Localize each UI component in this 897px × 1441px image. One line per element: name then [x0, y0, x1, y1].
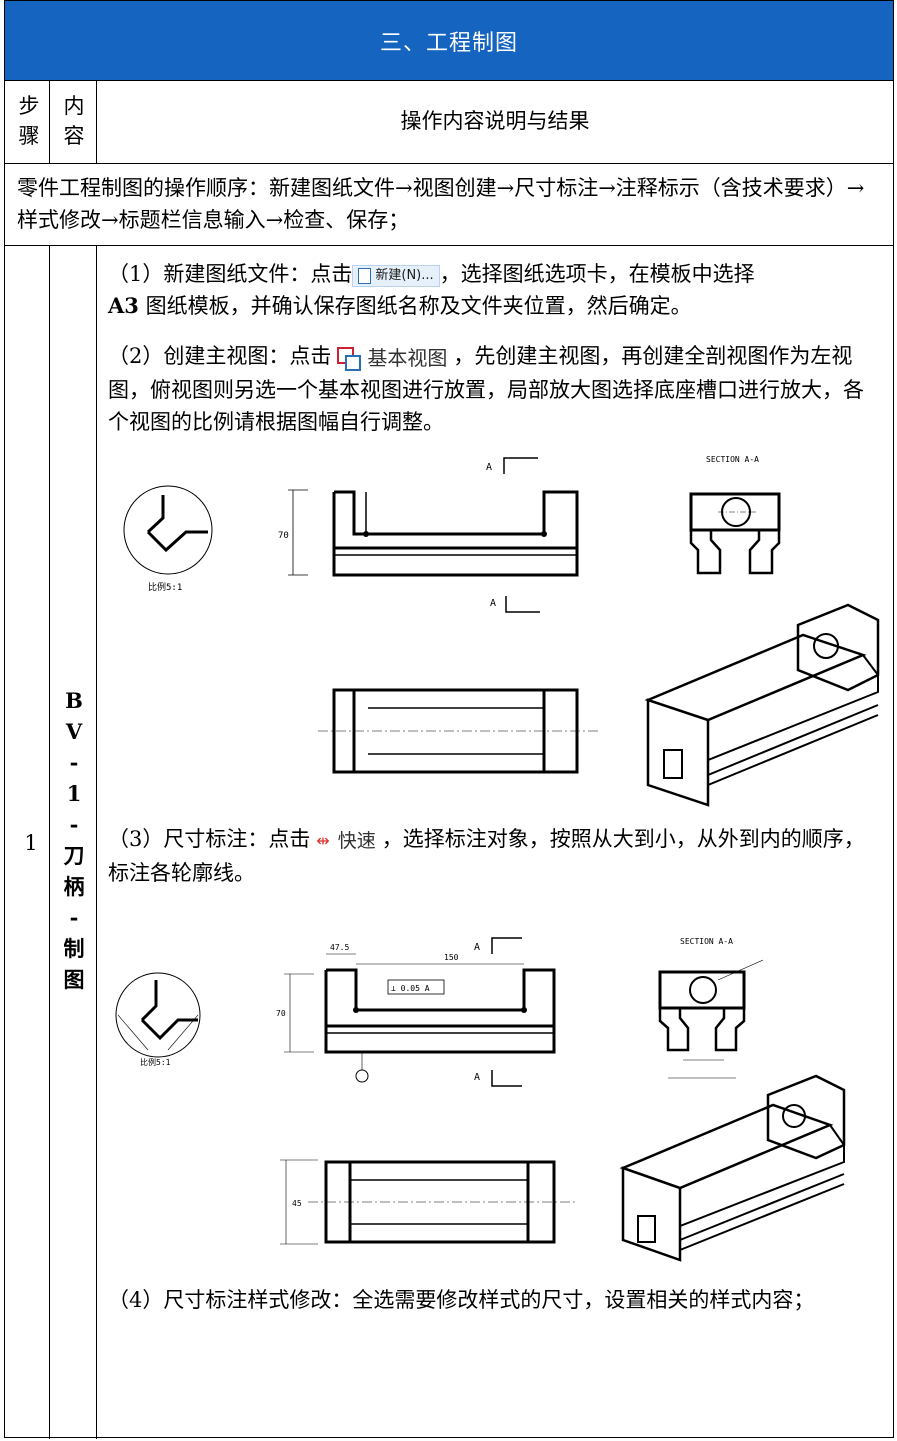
dim-height: 70 [278, 531, 289, 541]
col-divider-2 [96, 81, 97, 163]
col-head-step: 步骤 [18, 94, 40, 148]
top-view [318, 688, 598, 774]
content-label-char: 柄 [63, 874, 85, 899]
content-label-char: - [69, 812, 79, 837]
step-2-text: （2）创建主视图：点击基本视图，先创建主视图，再创建全剖视图作为左视图，俯视图则… [108, 340, 878, 438]
step-3-text: （3）尺寸标注：点击⇹快速，选择标注对象，按照从大到小，从外到内的顺序，标注各轮… [108, 823, 878, 889]
content-label-char: - [69, 750, 79, 775]
content-label-char: 1 [66, 781, 82, 806]
section-label-bottom: A [474, 1072, 480, 1083]
dim-height: 70 [276, 1009, 286, 1018]
engineering-drawing-2: 比例5:1 47.5 150 ⊥ 0.05 A 70 A A SECTION A… [115, 937, 846, 1262]
row-divider [5, 163, 893, 164]
section-title: SECTION A-A [706, 455, 759, 464]
step-4-text: （4）尺寸标注样式修改：全选需要修改样式的尺寸，设置相关的样式内容； [108, 1288, 815, 1312]
document-table: 三、工程制图 步骤 内容 操作内容说明与结果 零件工程制图的操作顺序：新建图纸文… [4, 0, 894, 1439]
front-view: 70 A A [278, 457, 579, 613]
section-view: SECTION A-A [689, 455, 781, 575]
section-title: SECTION A-A [680, 937, 733, 946]
section-title: 三、工程制图 [379, 30, 518, 56]
top-view: 45 [280, 1159, 578, 1245]
content-label-char: 制 [63, 936, 85, 961]
isometric-view [619, 1074, 846, 1262]
detail-scale-label: 比例5:1 [148, 581, 182, 593]
new-file-button[interactable]: 新建(N)... [352, 264, 440, 287]
step-number: 1 [24, 831, 38, 855]
tolerance-frame: ⊥ 0.05 A [391, 984, 430, 993]
col-divider-1 [49, 81, 50, 163]
intro-text: 零件工程制图的操作顺序：新建图纸文件→视图创建→尺寸标注→注释标示（含技术要求）… [17, 176, 865, 232]
engineering-drawing-1: 比例5:1 70 A A SECTION A-A [123, 455, 880, 807]
content-label-char: V [65, 719, 83, 744]
detail-view: 比例5:1 [115, 972, 201, 1067]
base-view-icon [337, 346, 362, 371]
col-head-description: 操作内容说明与结果 [400, 109, 590, 133]
document-icon [358, 267, 372, 284]
content-label-char: 图 [63, 967, 85, 992]
col-divider-2 [96, 245, 97, 1439]
isometric-view [644, 603, 880, 807]
detail-scale-label: 比例5:1 [140, 1057, 171, 1067]
content-label-char: - [69, 905, 79, 930]
content-label-char: B [65, 688, 83, 713]
section-label-bottom: A [490, 598, 496, 609]
row-divider [5, 245, 893, 246]
content-label-char: 刀 [63, 843, 85, 868]
quick-dimension-button[interactable]: ⇹快速 [316, 825, 375, 857]
col-head-content: 内容 [63, 94, 85, 148]
dimension-icon: ⇹ [316, 830, 330, 850]
dim-left-small: 47.5 [330, 943, 349, 952]
dim-top: 150 [444, 953, 459, 962]
section-label-top: A [486, 462, 492, 473]
section-header: 三、工程制图 [5, 1, 893, 81]
section-label-top: A [474, 942, 480, 953]
detail-view: 比例5:1 [123, 485, 213, 593]
dim-plan: 45 [292, 1199, 302, 1208]
front-view: 47.5 150 ⊥ 0.05 A 70 A A [276, 937, 556, 1087]
base-view-button[interactable]: 基本视图 [337, 342, 447, 374]
col-divider-1 [49, 245, 50, 1439]
section-view: SECTION A-A [658, 937, 764, 1079]
